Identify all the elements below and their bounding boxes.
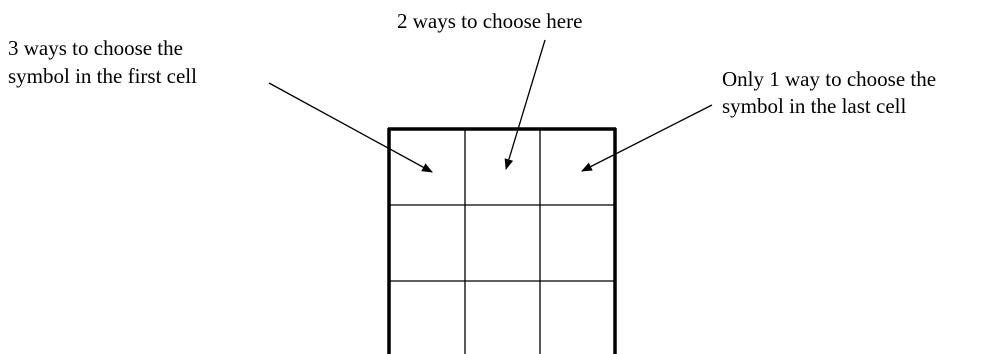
arrow-to-last-cell (581, 104, 713, 172)
last-cell-label-line2: symbol in the last cell (722, 94, 906, 118)
middle-cell-label: 2 ways to choose here (397, 9, 582, 33)
grid (387, 127, 617, 354)
arrow-to-middle-cell (504, 39, 546, 171)
first-cell-label-line2: symbol in the first cell (8, 64, 197, 88)
arrow-to-first-cell (268, 82, 433, 173)
first-cell-label-line1: 3 ways to choose the (8, 36, 183, 60)
last-cell-label-line1: Only 1 way to choose the (722, 67, 936, 91)
